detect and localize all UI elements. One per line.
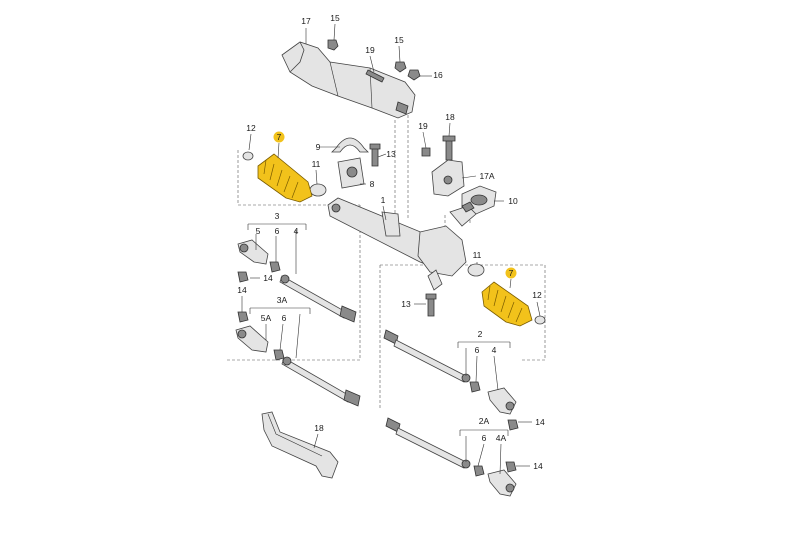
tie-rod-2 — [383, 329, 471, 383]
callout-15b: 15 — [394, 35, 404, 45]
callout-4A: 4A — [496, 433, 507, 443]
callout-9: 9 — [316, 142, 321, 152]
nut-6b — [273, 349, 285, 361]
callout-2A: 2A — [479, 416, 490, 426]
callout-6b: 6 — [282, 313, 287, 323]
callout-18: 18 — [314, 423, 324, 433]
callout-19b: 19 — [418, 121, 428, 131]
callout-13a: 13 — [386, 149, 396, 159]
callout-7b: 7 — [509, 268, 514, 278]
callout-7a-marker: 7 — [273, 131, 285, 143]
callout-11b: 11 — [473, 250, 482, 260]
clamp-ring-11a — [309, 183, 327, 197]
nut-6c — [469, 381, 481, 393]
tie-rod-3 — [279, 274, 357, 323]
callout-6d: 6 — [482, 433, 487, 443]
callout-19a: 19 — [365, 45, 375, 55]
callout-labels: 17 15 19 15 16 12 7 9 13 19 18 11 8 17A … — [237, 13, 545, 471]
nut-6d — [473, 465, 485, 477]
callout-17: 17 — [301, 16, 311, 26]
callout-10: 10 — [508, 196, 518, 206]
tie-rod-end-4 — [487, 387, 517, 415]
clip-12a — [242, 151, 254, 161]
callout-14b: 14 — [237, 285, 247, 295]
bolt-18b — [442, 135, 456, 161]
nut-6a — [269, 261, 281, 273]
leader-lines — [241, 23, 541, 475]
callout-4b: 4 — [492, 345, 497, 355]
heat-shield-bracket — [281, 41, 416, 119]
bolt-13a — [369, 143, 381, 167]
tie-rod-3A — [281, 356, 361, 407]
callout-4a: 4 — [294, 226, 299, 236]
mounting-clamp — [331, 137, 369, 153]
nut-14a — [237, 271, 249, 283]
callout-18b: 18 — [445, 112, 455, 122]
bolt-13b — [425, 293, 437, 317]
bellows-boot-left — [257, 153, 313, 203]
callout-15a: 15 — [330, 13, 340, 23]
callout-17A: 17A — [479, 171, 494, 181]
nut-15b — [394, 61, 407, 73]
bolt-16 — [407, 69, 421, 81]
callout-6a: 6 — [275, 226, 280, 236]
bolt-19a — [365, 69, 385, 83]
callout-12a: 12 — [246, 123, 256, 133]
callout-14a: 14 — [263, 273, 273, 283]
callout-5: 5 — [256, 226, 261, 236]
bolt-19b — [421, 147, 431, 157]
clip-12b — [534, 315, 546, 325]
callout-5A: 5A — [261, 313, 272, 323]
callout-11a: 11 — [312, 159, 321, 169]
callout-8: 8 — [370, 179, 375, 189]
callout-16: 16 — [433, 70, 443, 80]
clamp-ring-11b — [467, 263, 485, 277]
callout-14d: 14 — [533, 461, 543, 471]
bellows-boot-right — [481, 281, 533, 327]
tie-rod-end-5 — [237, 239, 269, 265]
callout-13b: 13 — [401, 299, 411, 309]
callout-12b: 12 — [532, 290, 542, 300]
tie-rod-end-5A — [235, 325, 269, 353]
tie-rod-end-4A — [487, 469, 517, 497]
callout-3A: 3A — [277, 295, 288, 305]
callout-1: 1 — [381, 195, 386, 205]
callout-2: 2 — [478, 329, 483, 339]
callout-14c: 14 — [535, 417, 545, 427]
callout-7a: 7 — [277, 132, 282, 142]
rubber-mount — [337, 157, 365, 189]
tie-rod-2A — [385, 417, 471, 469]
steering-rack-housing — [327, 197, 477, 291]
protective-sleeve-18 — [261, 411, 339, 479]
callout-7b-marker: 7 — [505, 267, 517, 279]
nut-14c — [507, 419, 519, 431]
nut-14b — [237, 311, 249, 323]
nut-14d — [505, 461, 517, 473]
callout-3: 3 — [275, 211, 280, 221]
nut-15a — [327, 39, 339, 51]
callout-6c: 6 — [475, 345, 480, 355]
support-bracket-17A — [431, 159, 465, 197]
